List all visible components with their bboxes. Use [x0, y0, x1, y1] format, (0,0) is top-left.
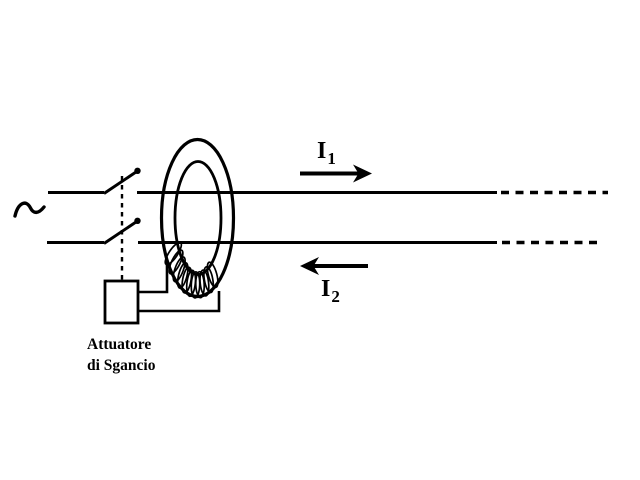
current-symbol-i1: I — [317, 138, 327, 164]
arrow-head-left-icon — [300, 257, 319, 275]
coil-turn — [206, 261, 219, 289]
actuator-caption: Attuatore di Sgancio — [87, 334, 155, 376]
current-symbol-i2: I — [321, 276, 331, 302]
current-arrow-i1 — [300, 164, 372, 183]
current-label-i2: I2 — [321, 276, 340, 305]
switch-contact-dot-bottom — [134, 217, 141, 224]
coil-turn — [172, 256, 186, 283]
current-label-i1: I1 — [317, 138, 336, 167]
coil-turn — [199, 269, 210, 297]
coil-lead-left — [138, 259, 169, 294]
coil-turn — [168, 249, 184, 275]
arrow-head-right-icon — [353, 164, 372, 183]
current-arrow-i2 — [300, 257, 368, 275]
ac-source-icon — [13, 201, 46, 218]
switch-blade-top — [103, 170, 137, 195]
current-subscript-i1: 1 — [327, 149, 336, 168]
actuator-caption-line2: di Sgancio — [87, 357, 156, 374]
switch-blade-bottom — [103, 220, 137, 245]
actuator-box — [103, 279, 140, 325]
coil-lead-right — [138, 291, 221, 313]
current-subscript-i2: 2 — [331, 287, 340, 306]
actuator-caption-line1: Attuatore — [87, 336, 152, 353]
sensing-coil-winding — [164, 241, 219, 299]
coil-turn — [194, 270, 206, 299]
coil-turn — [176, 261, 189, 289]
switch-contact-dot-top — [134, 167, 141, 174]
coil-turn — [203, 266, 215, 294]
